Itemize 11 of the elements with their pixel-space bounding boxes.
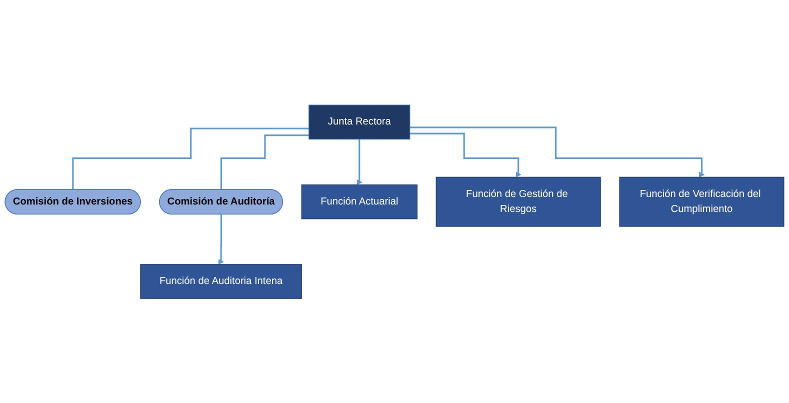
connector [72, 127, 309, 190]
node-box: Función de Verificación del Cumplimiento [619, 176, 784, 226]
node-box: Junta Rectora [308, 104, 410, 140]
node-box: Función de Gestión de Riesgos [436, 176, 601, 226]
arrow [218, 213, 224, 264]
node-box: Función de Auditoria Intena [140, 264, 302, 299]
connector [220, 134, 309, 190]
arrow [410, 126, 704, 178]
arrow [356, 138, 362, 185]
arrow [410, 132, 522, 178]
node-box: Función Actuarial [301, 184, 418, 219]
